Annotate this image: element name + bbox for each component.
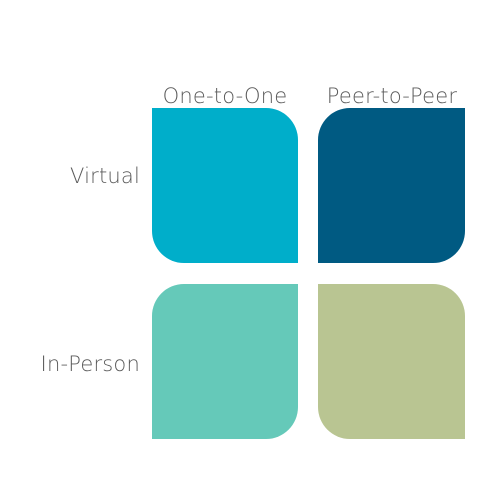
column-label-peer-to-peer: Peer-to-Peer [326, 84, 458, 108]
quadrant-in-person-one-to-one [152, 284, 298, 439]
quadrant-virtual-one-to-one [152, 108, 298, 263]
row-label-in-person: In-Person [40, 352, 140, 376]
quadrant-in-person-peer-to-peer [318, 284, 465, 439]
row-label-virtual: Virtual [69, 164, 140, 188]
column-label-one-to-one: One-to-One [162, 84, 288, 108]
quadrant-virtual-peer-to-peer [318, 108, 465, 263]
